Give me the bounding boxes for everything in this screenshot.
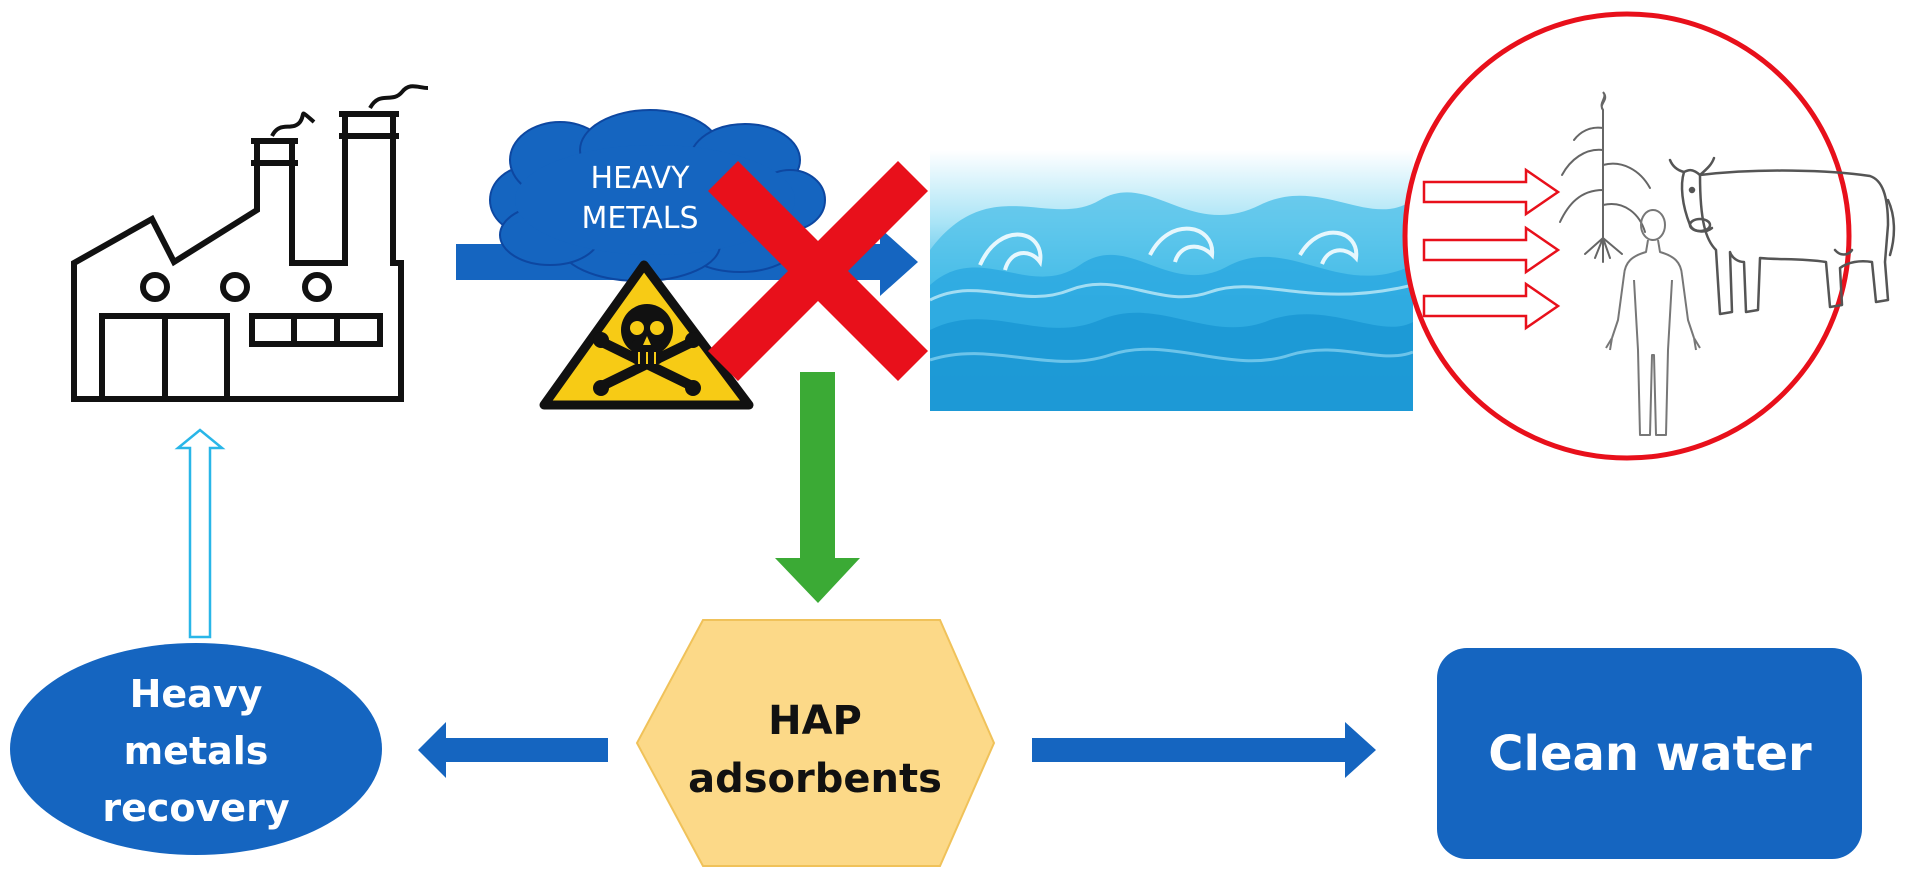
recovery-arrow	[418, 722, 608, 778]
hap-adsorbents-hexagon: HAP adsorbents	[635, 619, 996, 867]
cloud-label-line1: HEAVY	[591, 161, 691, 196]
impact-arrow-3	[1422, 281, 1561, 331]
treatment-arrow	[775, 372, 860, 603]
reuse-arrow	[174, 428, 226, 639]
water-waves-image	[930, 150, 1413, 411]
plant-icon	[1559, 91, 1651, 263]
human-icon	[1605, 209, 1701, 436]
impact-arrow-2	[1422, 225, 1561, 275]
blocked-x-icon	[708, 161, 928, 381]
cloud-label-line2: METALS	[581, 201, 698, 236]
toxic-warning-icon	[539, 260, 754, 410]
hexagon-label-line2: adsorbents	[688, 756, 942, 802]
heavy-metals-recovery-node: Heavy metals recovery	[10, 643, 382, 855]
recovery-label-line3: recovery	[102, 786, 289, 830]
hexagon-label-line1: HAP	[768, 698, 862, 744]
factory-icon	[71, 84, 429, 402]
impact-arrow-1	[1422, 167, 1561, 217]
recovery-label-line1: Heavy	[130, 672, 263, 716]
affected-organisms-circle	[1402, 11, 1852, 461]
clean-water-arrow	[1032, 722, 1376, 778]
impact-arrows	[1422, 167, 1561, 331]
heavy-metals-cloud: HEAVY METALS	[489, 109, 826, 282]
clean-water-node: Clean water	[1437, 648, 1862, 859]
recovery-label-line2: metals	[124, 729, 269, 773]
cow-icon	[1668, 156, 1896, 316]
clean-water-label: Clean water	[1488, 726, 1812, 782]
